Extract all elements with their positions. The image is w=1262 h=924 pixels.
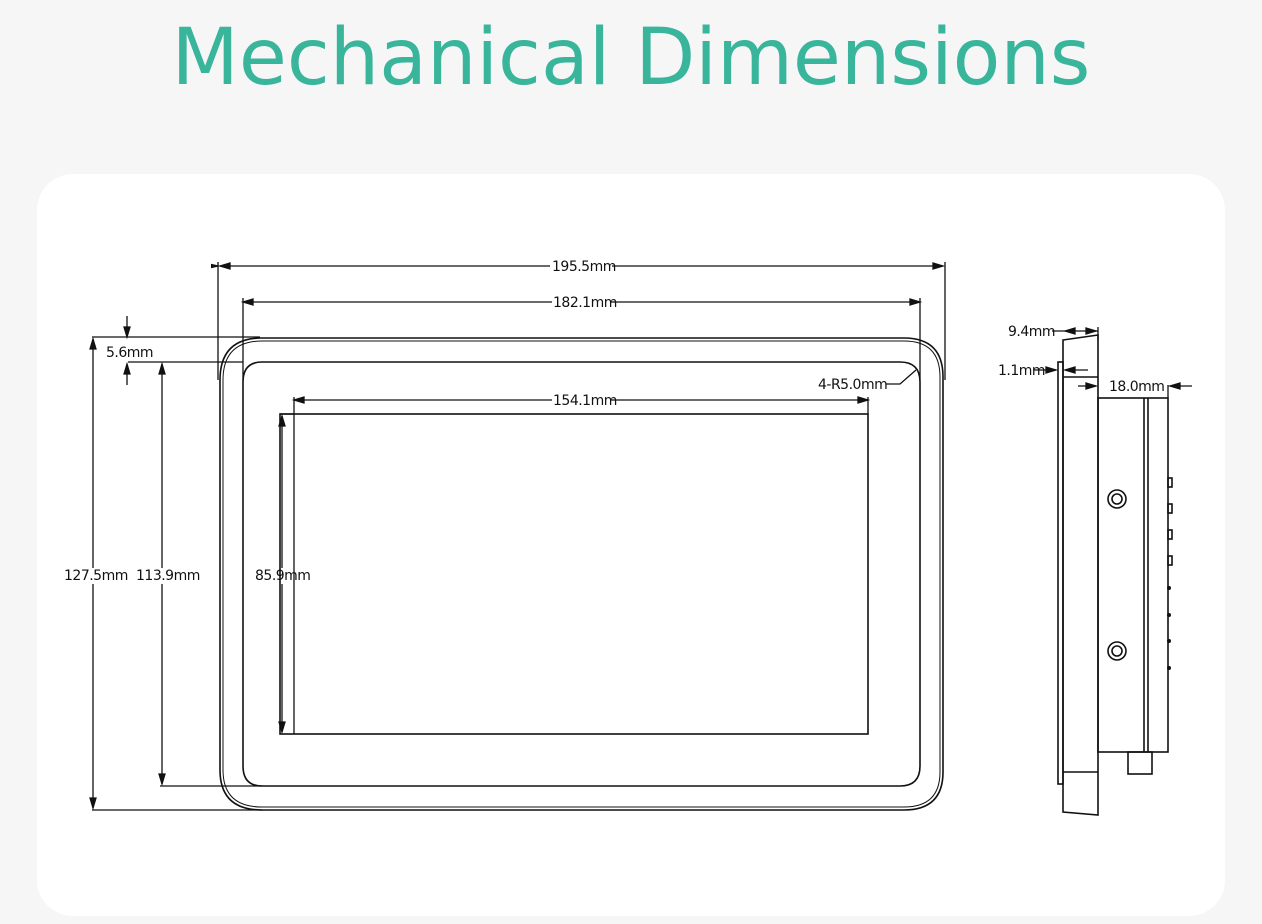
side-view xyxy=(1057,334,1173,816)
side-dimension-labels: 9.4mm 1.1mm 18.0mm xyxy=(998,324,1165,395)
dim-lip-thickness: 1.1mm xyxy=(998,363,1045,379)
outer-frame xyxy=(219,337,944,811)
page-title: Mechanical Dimensions xyxy=(171,13,1091,103)
inner-panel xyxy=(242,361,921,787)
screen-area xyxy=(279,413,869,735)
side-dimension-lines xyxy=(1034,327,1192,398)
dim-panel-width: 182.1mm xyxy=(553,295,617,311)
dim-body-depth: 18.0mm xyxy=(1109,379,1164,395)
dim-bezel-offset: 5.6mm xyxy=(106,345,153,361)
dim-screen-height: 85.9mm xyxy=(255,568,310,584)
dim-corner-radius: 4-R5.0mm xyxy=(818,377,887,393)
front-dimension-labels: 195.5mm 182.1mm 154.1mm 5.6mm 4-R5.0mm 1… xyxy=(64,259,888,584)
dim-overall-height: 127.5mm xyxy=(64,568,128,584)
dim-panel-height: 113.9mm xyxy=(136,568,200,584)
side-view-dots xyxy=(1167,586,1171,670)
front-view xyxy=(219,337,944,811)
dim-front-depth: 9.4mm xyxy=(1008,324,1055,340)
dim-screen-width: 154.1mm xyxy=(553,393,617,409)
dim-overall-width: 195.5mm xyxy=(552,259,616,275)
front-dimension-lines xyxy=(89,262,946,811)
drawing-card xyxy=(37,174,1225,916)
